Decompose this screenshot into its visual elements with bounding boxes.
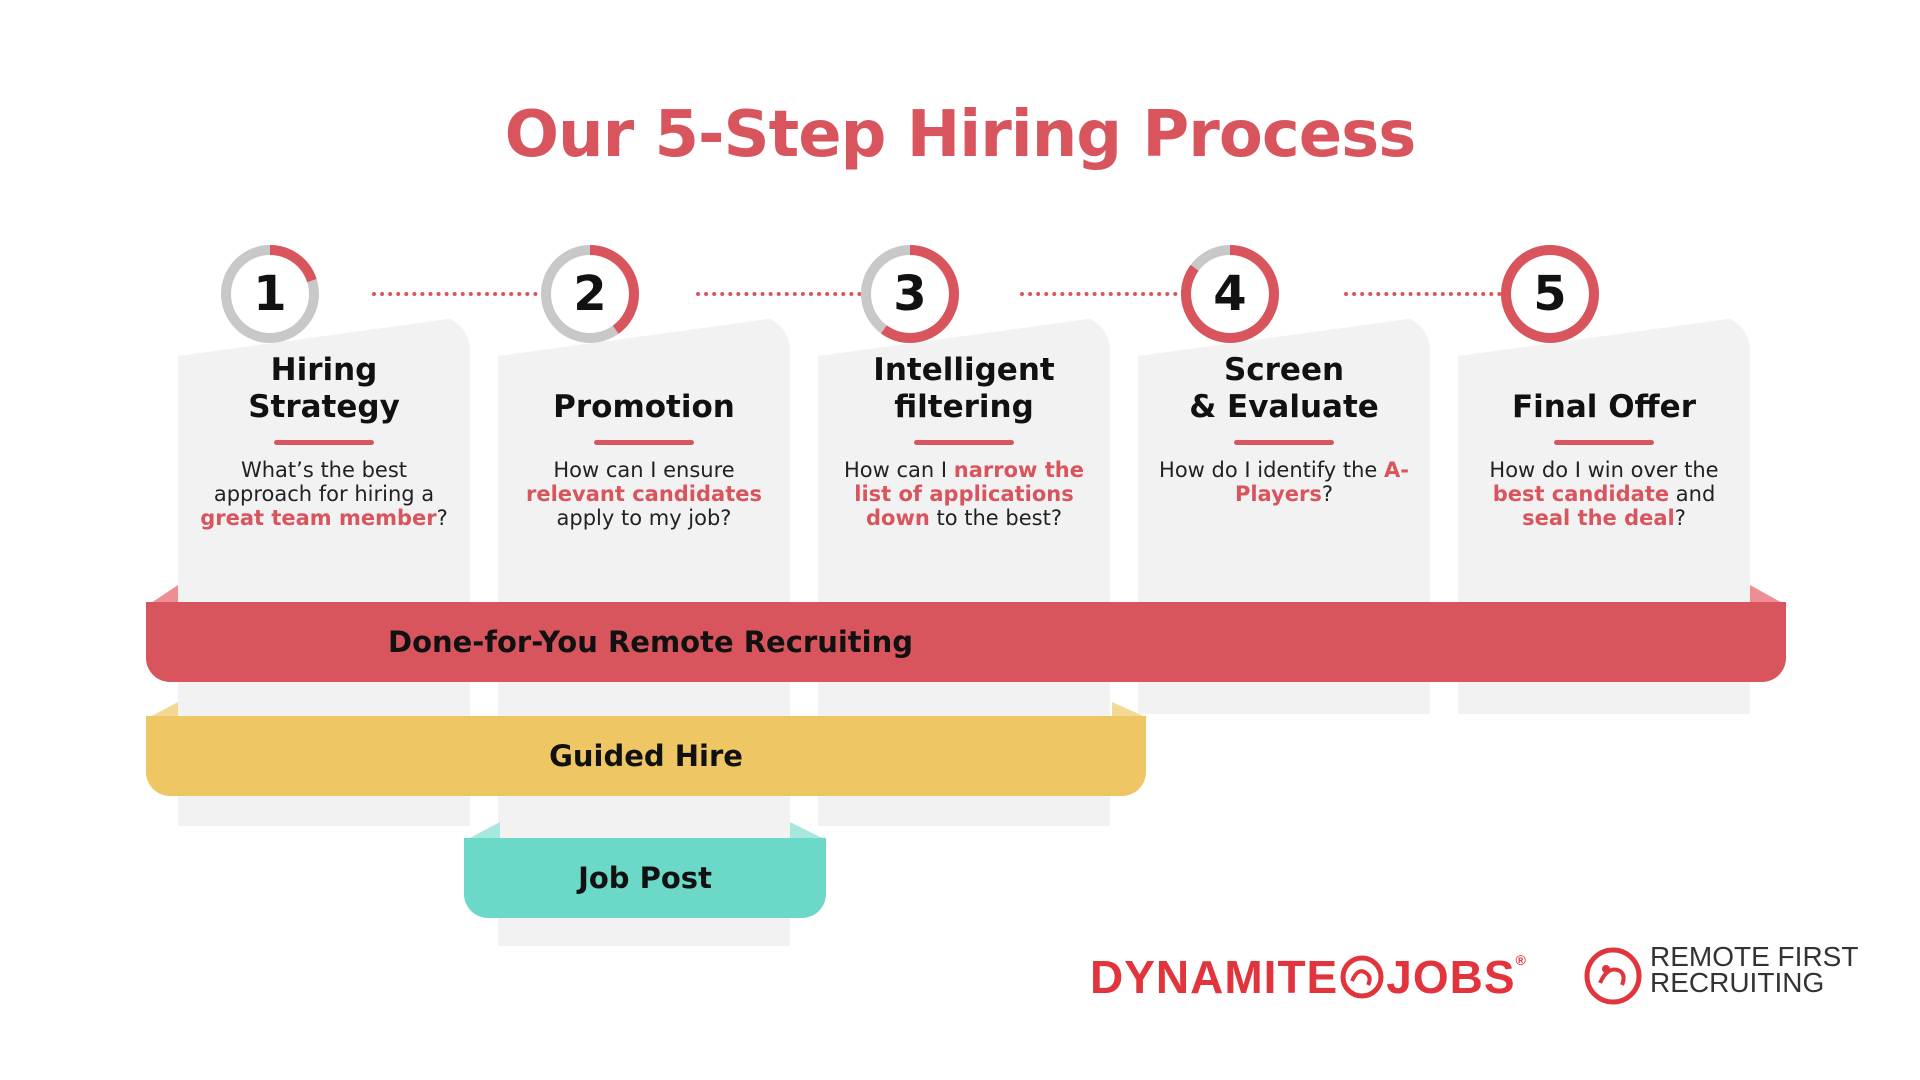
step-1-question: What’s the best approach for hiring a gr…	[199, 458, 449, 530]
progress-ring-fill	[221, 245, 319, 343]
step-5-number-ring: 5	[1499, 243, 1601, 345]
highlight-text: best candidate	[1492, 482, 1670, 506]
highlight-text: A-Players	[1234, 458, 1409, 506]
step-1-number: 1	[253, 266, 287, 322]
step-4-number-ring: 4	[1179, 243, 1281, 345]
highlight-text: seal the deal	[1522, 506, 1675, 530]
progress-ring-fill	[1181, 245, 1279, 343]
question-text: What’s the best approach for hiring a	[213, 458, 435, 506]
remote-first-line2: RECRUITING	[1650, 967, 1825, 998]
step-1-title-line: Strategy	[248, 389, 400, 425]
step-5-number: 5	[1533, 266, 1567, 322]
question-text: and	[1669, 482, 1716, 506]
step-3-number: 3	[893, 266, 927, 322]
step-3-number-ring: 3	[859, 243, 961, 345]
step-4-question: How do I identify the A-Players?	[1159, 458, 1409, 506]
progress-ring-icon	[221, 245, 319, 343]
done-for-you-band: Done-for-You Remote Recruiting	[146, 602, 1786, 682]
connector-3-4	[1020, 292, 1226, 296]
step-1-title-line: Hiring	[270, 352, 378, 388]
highlight-text: narrow the list of applications down	[854, 458, 1084, 530]
done-for-you-label: Done-for-You Remote Recruiting	[388, 625, 914, 659]
connector-4-5	[1344, 292, 1550, 296]
question-text: How can I	[844, 458, 954, 482]
progress-ring-icon	[541, 245, 639, 343]
job-post-band: Job Post	[464, 838, 826, 918]
job-post-label: Job Post	[578, 861, 712, 895]
dynamite-logo-mark-icon	[1340, 955, 1384, 1010]
step-3-underline	[914, 440, 1014, 445]
jobs-logo-text: JOBS	[1386, 951, 1516, 1003]
step-3-title-line: filtering	[894, 389, 1034, 425]
progress-ring-icon	[1181, 245, 1279, 343]
progress-ring-icon	[1501, 245, 1599, 343]
step-2-question: How can I ensure relevant candidates app…	[519, 458, 769, 530]
connector-2-3	[696, 292, 902, 296]
dynamite-logo-text: DYNAMITE	[1090, 951, 1339, 1003]
page-title: Our 5-Step Hiring Process	[504, 98, 1417, 172]
step-5-question: How do I win over the best candidate and…	[1479, 458, 1729, 530]
step-5-title: Final Offer	[1458, 389, 1750, 426]
connector-1-2	[372, 292, 578, 296]
question-text: ?	[1674, 506, 1686, 530]
progress-ring-icon	[861, 245, 959, 343]
step-1-underline	[274, 440, 374, 445]
question-text: How do I identify the	[1159, 458, 1384, 482]
step-1-number-ring: 1	[219, 243, 321, 345]
registered-mark: ®	[1515, 952, 1527, 968]
question-text: to the best?	[929, 506, 1062, 530]
step-5-underline	[1554, 440, 1654, 445]
question-text: apply to my job?	[556, 506, 732, 530]
guided-hire-label: Guided Hire	[549, 739, 743, 773]
question-text: How can I ensure	[553, 458, 735, 482]
step-2-title: Promotion	[498, 389, 790, 426]
step-3-title-line: Intelligent	[873, 352, 1055, 388]
step-3-question: How can I narrow the list of application…	[839, 458, 1089, 530]
guided-hire-band: Guided Hire	[146, 716, 1146, 796]
progress-ring-fill	[861, 245, 959, 343]
progress-ring-fill	[541, 245, 639, 343]
step-2-number-ring: 2	[539, 243, 641, 345]
step-4-number: 4	[1213, 266, 1247, 322]
step-2-title-line: Promotion	[553, 389, 735, 425]
progress-ring-fill	[1501, 245, 1599, 343]
step-4-title-line: & Evaluate	[1189, 389, 1379, 425]
highlight-text: relevant candidates	[526, 482, 762, 506]
dynamite-jobs-logo: DYNAMITE JOBS®	[1090, 950, 1527, 1010]
step-4-title-line: Screen	[1223, 352, 1345, 388]
question-text: ?	[436, 506, 448, 530]
remote-first-recruiting-logo: REMOTE FIRST RECRUITING	[1650, 941, 1859, 998]
step-4-underline	[1234, 440, 1334, 445]
remote-first-line1: REMOTE FIRST	[1650, 941, 1859, 972]
highlight-text: great team member	[200, 506, 437, 530]
step-4-title: Screen& Evaluate	[1138, 352, 1430, 426]
question-text: ?	[1321, 482, 1334, 506]
question-text: How do I win over the	[1489, 458, 1719, 482]
step-2-underline	[594, 440, 694, 445]
remote-first-logo-mark-icon	[1582, 945, 1644, 1011]
step-5-title-line: Final Offer	[1512, 389, 1696, 425]
step-2-number: 2	[573, 266, 607, 322]
